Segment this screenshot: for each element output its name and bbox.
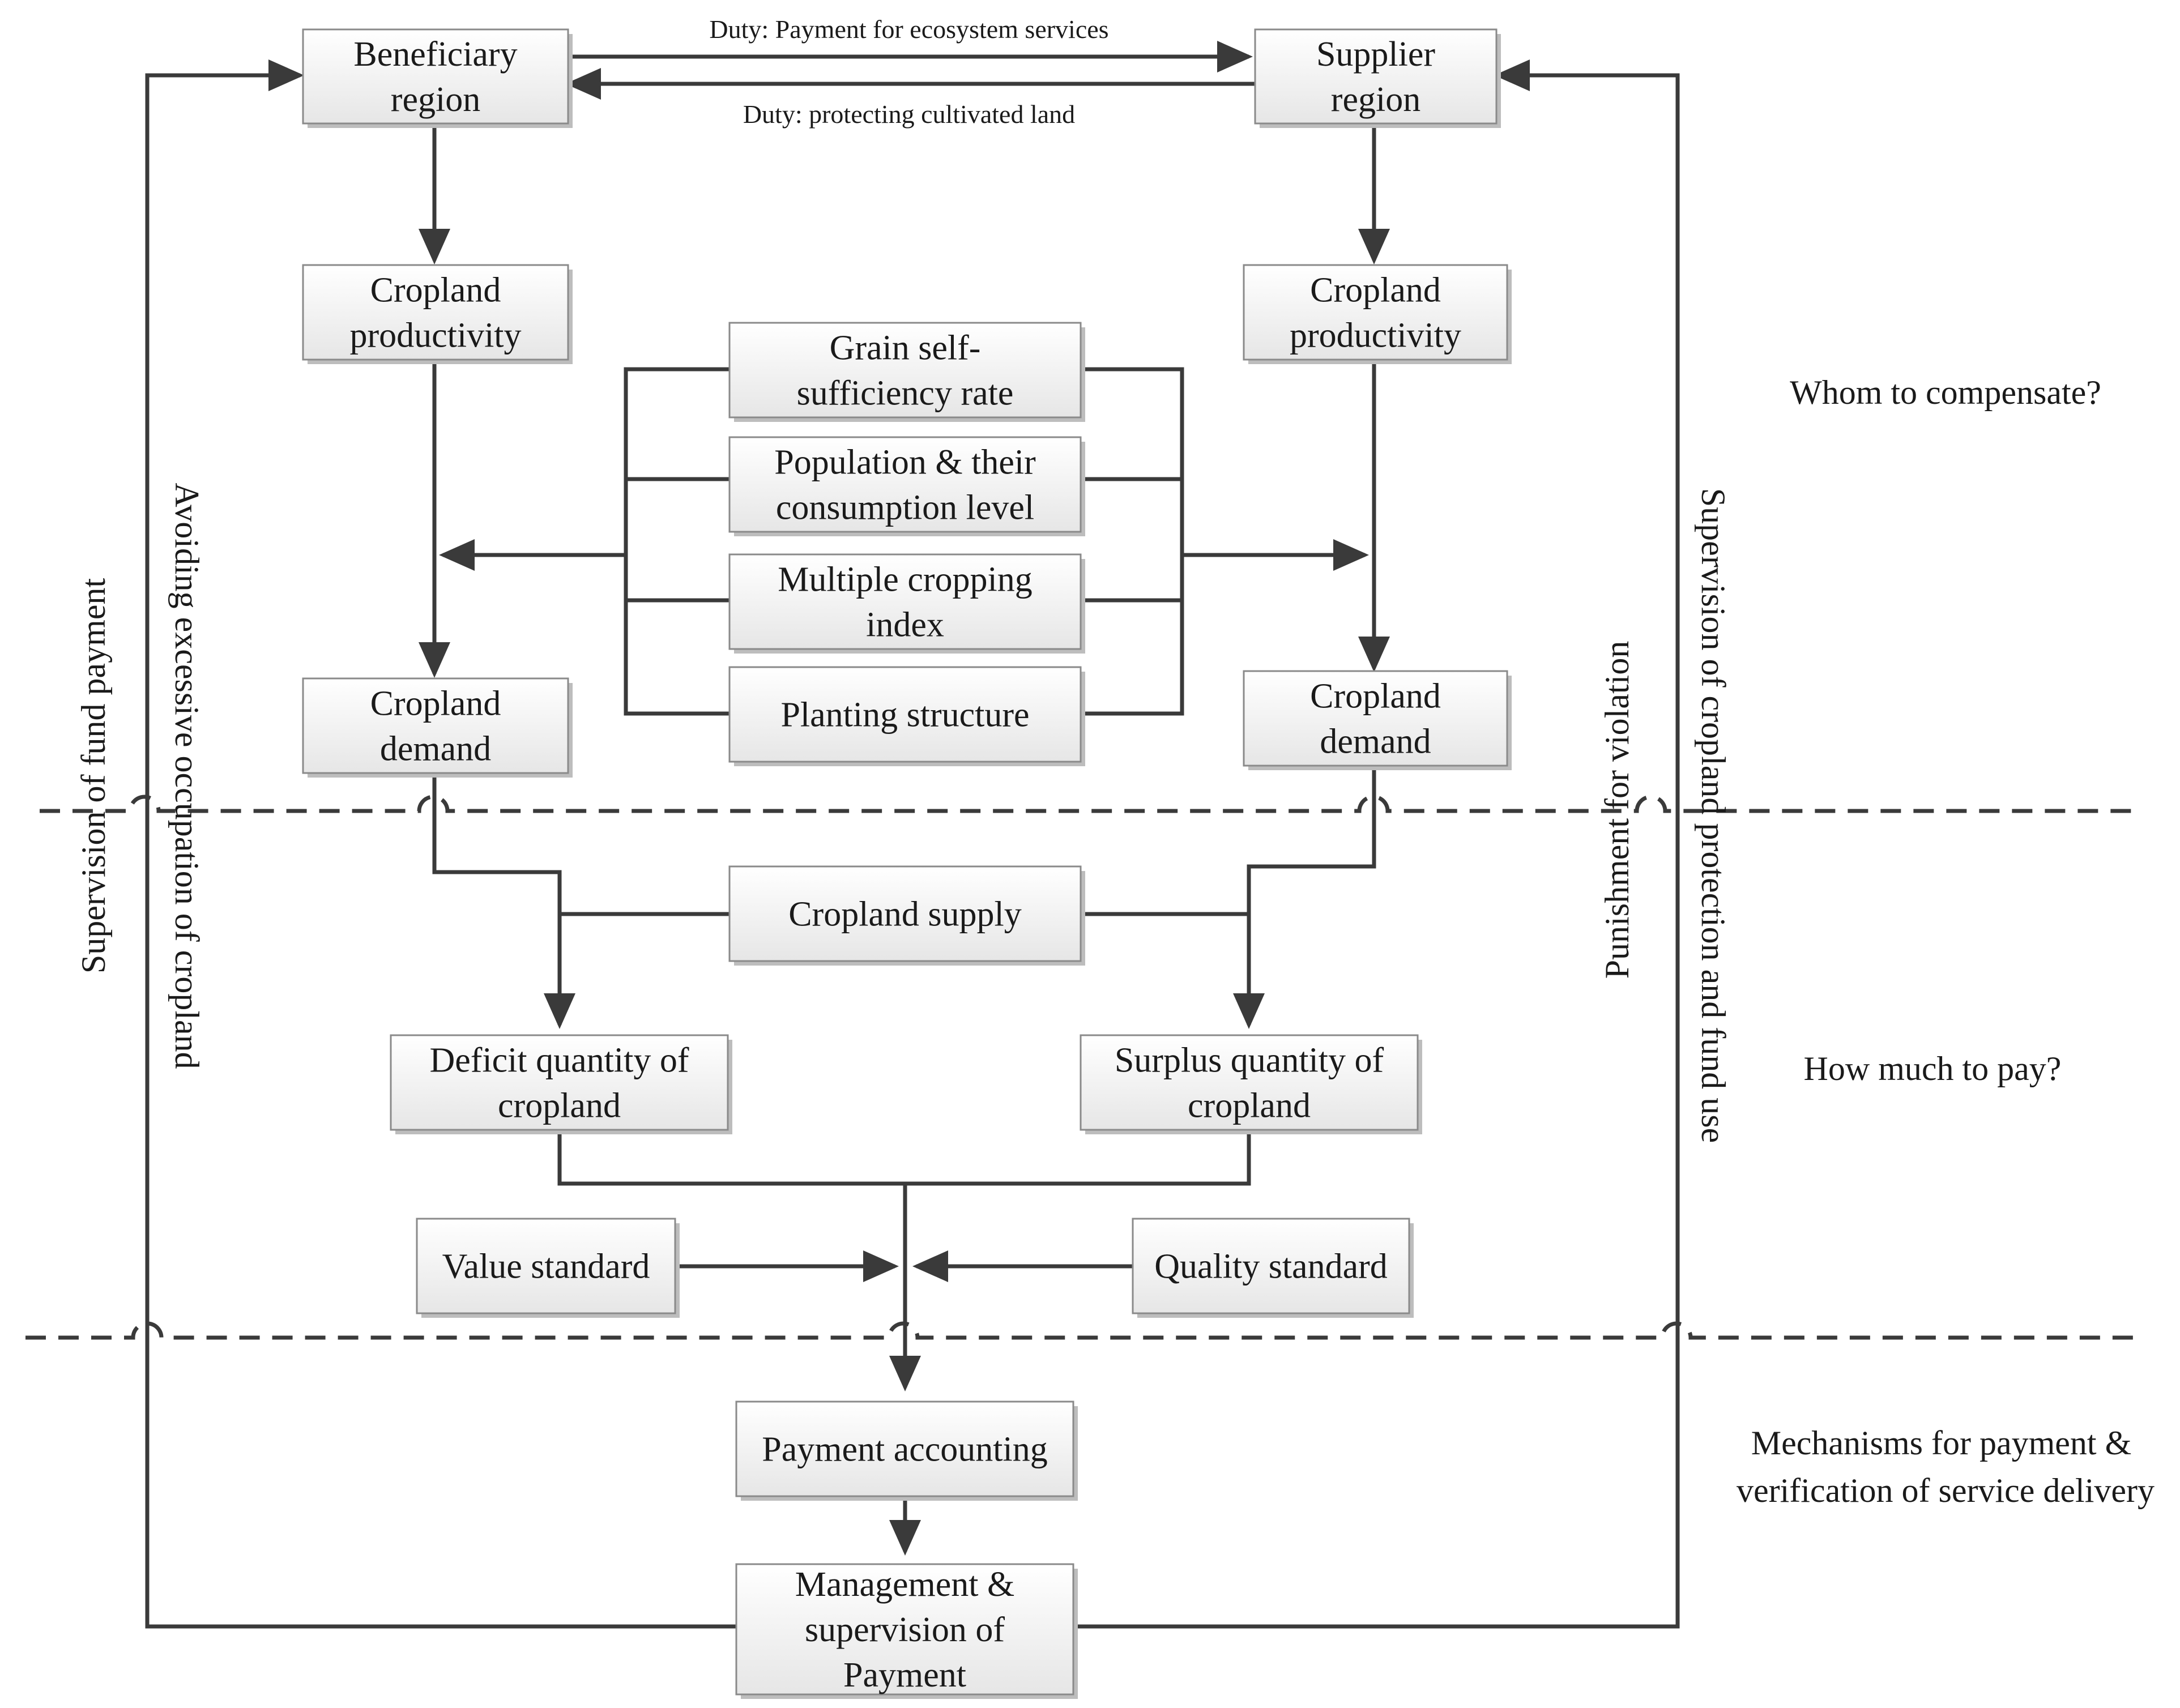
box-label-line: demand: [1320, 723, 1431, 761]
population-consumption-box: Population & their consumption level: [728, 436, 1085, 536]
duty-payment-label: Duty: Payment for ecosystem services: [709, 15, 1108, 44]
box-label-line: Cropland: [1310, 677, 1441, 716]
box-label-line: region: [1331, 80, 1420, 119]
box-background: [728, 865, 1082, 962]
cropland-supply-box: Cropland supply: [728, 865, 1085, 966]
box-background: [1080, 1034, 1419, 1131]
duty-protection-label: Duty: protecting cultivated land: [743, 100, 1075, 129]
right-feedback-loop: [1073, 59, 1680, 1629]
box-background: [1254, 28, 1498, 125]
box-label-line: Quality standard: [1154, 1248, 1388, 1286]
payment-accounting-box: Payment accounting: [735, 1400, 1078, 1501]
box-background: [735, 1563, 1074, 1696]
box-label-line: Supplier: [1316, 35, 1435, 74]
box-background: [302, 677, 569, 774]
grain-self-sufficiency-box: Grain self-sufficiency rate: [728, 322, 1085, 422]
box-label-line: Multiple cropping: [778, 561, 1032, 599]
box-background: [302, 264, 569, 361]
section-divider-1: [40, 795, 2141, 813]
right-factor-bracket: [1081, 367, 1184, 716]
box-label-line: productivity: [349, 317, 521, 355]
management-supervision-box: Management & supervision of Payment: [735, 1563, 1078, 1699]
beneficiary-region-box: Beneficiary region: [302, 28, 573, 128]
box-label-line: cropland: [1188, 1087, 1311, 1125]
planting-structure-box: Planting structure: [728, 666, 1085, 766]
box-label-line: Cropland: [1310, 271, 1441, 310]
multiple-cropping-box: Multiple cropping index: [728, 553, 1085, 654]
mechanisms-line-1: Mechanisms for payment &: [1751, 1424, 2132, 1462]
label-supervision-fund-payment: Supervision of fund payment: [75, 578, 112, 974]
box-background: [1132, 1218, 1410, 1314]
section-label-how-much: How much to pay?: [1804, 1050, 2062, 1087]
box-label-line: Surplus quantity of: [1115, 1041, 1384, 1080]
box-label-line: Payment: [843, 1656, 966, 1694]
cropland-productivity-right-box: Cropland productivity: [1243, 264, 1512, 364]
value-standard-box: Value standard: [416, 1218, 680, 1318]
box-background: [728, 322, 1082, 419]
box-label-line: index: [866, 606, 944, 644]
box-label-line: demand: [380, 730, 491, 768]
section-label-whom: Whom to compensate?: [1790, 374, 2101, 411]
label-avoiding-excessive-occupation: Avoiding excessive occupation of croplan…: [168, 482, 206, 1069]
box-background: [728, 436, 1082, 533]
box-background: [416, 1218, 676, 1314]
box-label-line: Management &: [795, 1565, 1014, 1604]
box-label-line: Beneficiary: [353, 35, 517, 74]
box-label-line: Planting structure: [780, 696, 1029, 735]
quality-standard-box: Quality standard: [1132, 1218, 1414, 1318]
box-background: [302, 28, 569, 125]
label-supervision-cropland-protection: Supervision of cropland protection and f…: [1695, 488, 1732, 1143]
section-divider-2: [25, 1321, 2141, 1340]
box-label-line: Deficit quantity of: [430, 1041, 689, 1080]
box-label-line: Grain self-: [830, 329, 981, 368]
box-background: [728, 553, 1082, 650]
box-background: [390, 1034, 729, 1131]
left-demand-to-deficit-arrow: [432, 773, 575, 1029]
box-label-line: Cropland: [370, 685, 501, 723]
box-background: [1243, 264, 1508, 361]
box-label-line: Payment accounting: [762, 1431, 1047, 1469]
label-punishment-violation: Punishment for violation: [1598, 641, 1636, 979]
box-background: [1243, 670, 1508, 767]
surplus-quantity-box: Surplus quantity of cropland: [1080, 1034, 1422, 1134]
section-label-mechanisms: Mechanisms for payment & verification of…: [1737, 1424, 2155, 1509]
box-label-line: Cropland supply: [788, 895, 1022, 934]
mechanisms-line-2: verification of service delivery: [1737, 1472, 2155, 1509]
cropland-demand-right-box: Cropland demand: [1243, 670, 1512, 770]
box-label-line: sufficiency rate: [797, 374, 1014, 413]
box-label-line: supervision of: [805, 1611, 1005, 1649]
left-feedback-loop: [145, 59, 736, 1629]
box-background: [735, 1400, 1074, 1497]
box-label-line: Value standard: [442, 1248, 650, 1286]
right-demand-to-surplus-arrow: [1233, 766, 1376, 1029]
cropland-demand-left-box: Cropland demand: [302, 677, 573, 778]
box-background: [728, 666, 1082, 763]
box-label-line: productivity: [1290, 317, 1461, 355]
cropland-productivity-left-box: Cropland productivity: [302, 264, 573, 364]
box-label-line: region: [391, 80, 480, 119]
quantities-merge-line: [557, 1130, 1251, 1186]
box-label-line: Cropland: [370, 271, 501, 310]
supplier-region-box: Supplier region: [1254, 28, 1501, 128]
box-label-line: consumption level: [776, 489, 1034, 527]
deficit-quantity-box: Deficit quantity of cropland: [390, 1034, 732, 1134]
left-factor-bracket: [624, 367, 729, 716]
box-label-line: Population & their: [774, 443, 1036, 482]
box-label-line: cropland: [498, 1087, 621, 1125]
